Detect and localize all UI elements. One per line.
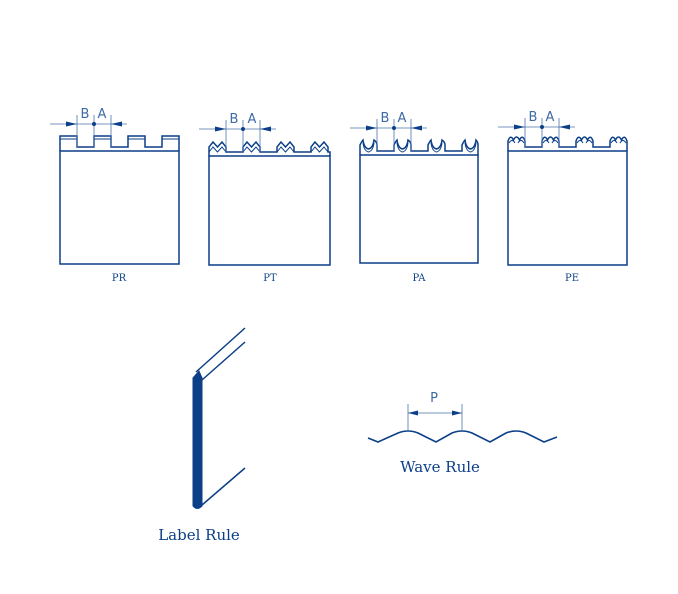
profile-label-pr: PR (112, 273, 127, 284)
wave-rule-caption: Wave Rule (400, 458, 480, 476)
profile-body-pe (507, 150, 628, 266)
dim-a-pt: A (248, 112, 257, 127)
profile-label-pt: PT (263, 273, 277, 284)
dim-b-pt: B (230, 112, 239, 127)
profile-body-pr (59, 150, 180, 265)
profile-tooth-inner-line (362, 142, 477, 153)
dim-b-pe: B (529, 110, 538, 125)
profile-label-pe: PE (565, 273, 579, 284)
wave-rule-drawing (367, 404, 558, 443)
profile-body-pt (208, 155, 331, 266)
dimension-arrow-left (260, 126, 271, 132)
dimension-arrow-right (215, 126, 226, 132)
dimension-arrow-right (514, 124, 525, 130)
profile-teeth-pr (59, 135, 180, 151)
dimension-center-dot (241, 127, 245, 131)
profile-tooth-inner-line (208, 146, 329, 153)
profile-teeth-pt (208, 140, 331, 156)
dim-a-pe: A (546, 110, 555, 125)
profile-label-pa: PA (412, 273, 426, 284)
label-rule-caption: Label Rule (158, 526, 240, 544)
dim-b-pa: B (381, 111, 390, 126)
dimension-arrow-left (411, 125, 422, 131)
dimension-arrow-left (111, 121, 122, 127)
wave-dim-p: P (430, 391, 438, 406)
dim-b-pr: B (81, 107, 90, 122)
dimension-arrow-right (66, 121, 77, 127)
profile-tooth-inner-line (508, 140, 627, 144)
dimension-center-dot (92, 122, 96, 126)
dimension-arrow-left (559, 124, 570, 130)
label-rule-drawing (192, 327, 246, 509)
dim-a-pr: A (98, 107, 107, 122)
dimension-center-dot (540, 125, 544, 129)
profile-body-pa (359, 154, 479, 264)
profile-teeth-pe (507, 136, 628, 151)
profile-teeth-pa (359, 138, 479, 155)
dimension-center-dot (392, 126, 396, 130)
dim-a-pa: A (398, 111, 407, 126)
dimension-arrow-right (366, 125, 377, 131)
